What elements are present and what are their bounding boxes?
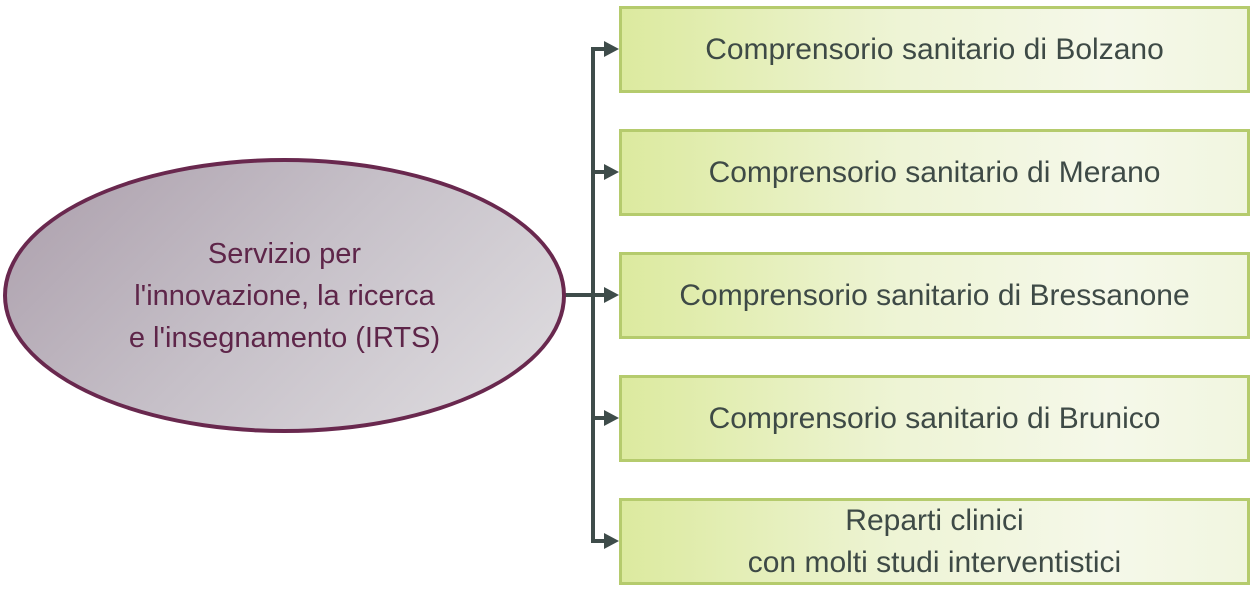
root-node-irts: Servizio per l'innovazione, la ricerca e… bbox=[3, 158, 566, 433]
node-label: Comprensorio sanitario di Merano bbox=[708, 155, 1161, 189]
node-label: Reparti clinici con molti studi interven… bbox=[747, 503, 1122, 579]
arrowhead-icon bbox=[604, 41, 619, 57]
arrowhead-icon bbox=[604, 287, 619, 303]
node-comprensorio-bressanone: Comprensorio sanitario di Bressanone bbox=[619, 252, 1250, 339]
root-node-label: Servizio per l'innovazione, la ricerca e… bbox=[128, 237, 441, 354]
node-label: Comprensorio sanitario di Bressanone bbox=[679, 278, 1190, 312]
node-label: Comprensorio sanitario di Brunico bbox=[708, 401, 1161, 435]
node-comprensorio-bolzano: Comprensorio sanitario di Bolzano bbox=[619, 6, 1250, 93]
arrowhead-icon bbox=[604, 533, 619, 549]
node-comprensorio-merano: Comprensorio sanitario di Merano bbox=[619, 129, 1250, 216]
node-comprensorio-brunico: Comprensorio sanitario di Brunico bbox=[619, 375, 1250, 462]
arrowhead-icon bbox=[604, 410, 619, 426]
node-reparti-clinici: Reparti clinici con molti studi interven… bbox=[619, 498, 1250, 585]
node-label: Comprensorio sanitario di Bolzano bbox=[705, 32, 1164, 66]
arrowhead-icon bbox=[604, 164, 619, 180]
